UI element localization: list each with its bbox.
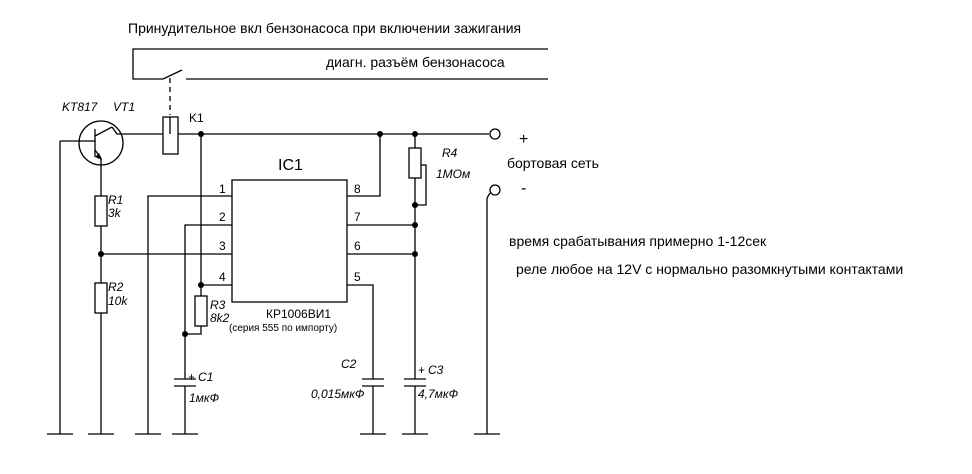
c2-value: 0,015мкФ — [311, 387, 365, 401]
ic-pin-4: 4 — [219, 270, 226, 284]
note-relay: реле любое на 12V с нормально разомкнуты… — [516, 261, 903, 277]
diag-connector-label: диагн. разъём бензонасоса — [326, 54, 505, 70]
resistor-r3 — [194, 295, 208, 327]
transistor-type: KT817 — [62, 100, 99, 114]
ic-pin-1: 1 — [219, 182, 226, 196]
r4-ref: R4 — [442, 146, 458, 160]
resistor-r2 — [94, 282, 108, 314]
ic-pin-2: 2 — [219, 210, 226, 224]
r3-value: 8k2 — [210, 311, 230, 325]
positive-rail — [170, 128, 501, 140]
c3-plus: + — [418, 363, 425, 377]
minus-terminal[interactable] — [489, 184, 501, 196]
c1-plus: + — [188, 370, 195, 384]
ic-pin-8: 8 — [354, 182, 361, 196]
plus-terminal[interactable] — [489, 128, 501, 140]
negative-rail — [474, 184, 501, 435]
relay-ref: K1 — [189, 111, 204, 125]
ic-pin-6: 6 — [354, 239, 361, 253]
ic-ref: IC1 — [278, 157, 303, 174]
r1-ref: R1 — [108, 193, 123, 207]
c3-value: 4,7мкФ — [418, 387, 459, 401]
resistor-r4 — [408, 147, 422, 179]
c1-ref: C1 — [198, 370, 213, 384]
ic-part: КР1006ВИ1 — [266, 307, 331, 321]
r2-ref: R2 — [108, 280, 124, 294]
ic1-body — [231, 179, 348, 303]
capacitor-c3 — [402, 378, 428, 435]
supply-label: бортовая сеть — [507, 155, 599, 171]
minus-sign: - — [521, 180, 526, 197]
c1-value: 1мкФ — [189, 391, 220, 405]
r3-ref: R3 — [210, 298, 226, 312]
c3-ref: C3 — [428, 363, 444, 377]
resistor-r1 — [94, 195, 108, 227]
transistor-vt1 — [60, 120, 163, 196]
ic-note: (серия 555 по импорту) — [229, 323, 337, 334]
header-title: Принудительное вкл бензонасоса при включ… — [128, 20, 521, 36]
r2-value: 10k — [108, 294, 128, 308]
transistor-ref: VT1 — [113, 100, 135, 114]
plus-sign: + — [519, 131, 528, 148]
ic-pin-7: 7 — [354, 210, 361, 224]
note-time: время срабатывания примерно 1-12сек — [509, 233, 767, 249]
ic-pin-3: 3 — [219, 239, 226, 253]
r1-value: 3k — [108, 206, 122, 220]
ic-pin-5: 5 — [354, 270, 361, 284]
capacitor-c1 — [172, 378, 198, 435]
c2-ref: C2 — [341, 357, 357, 371]
relay-contact-wiring — [132, 48, 548, 115]
capacitor-c2 — [360, 378, 386, 435]
r4-value: 1МОм — [436, 167, 470, 181]
